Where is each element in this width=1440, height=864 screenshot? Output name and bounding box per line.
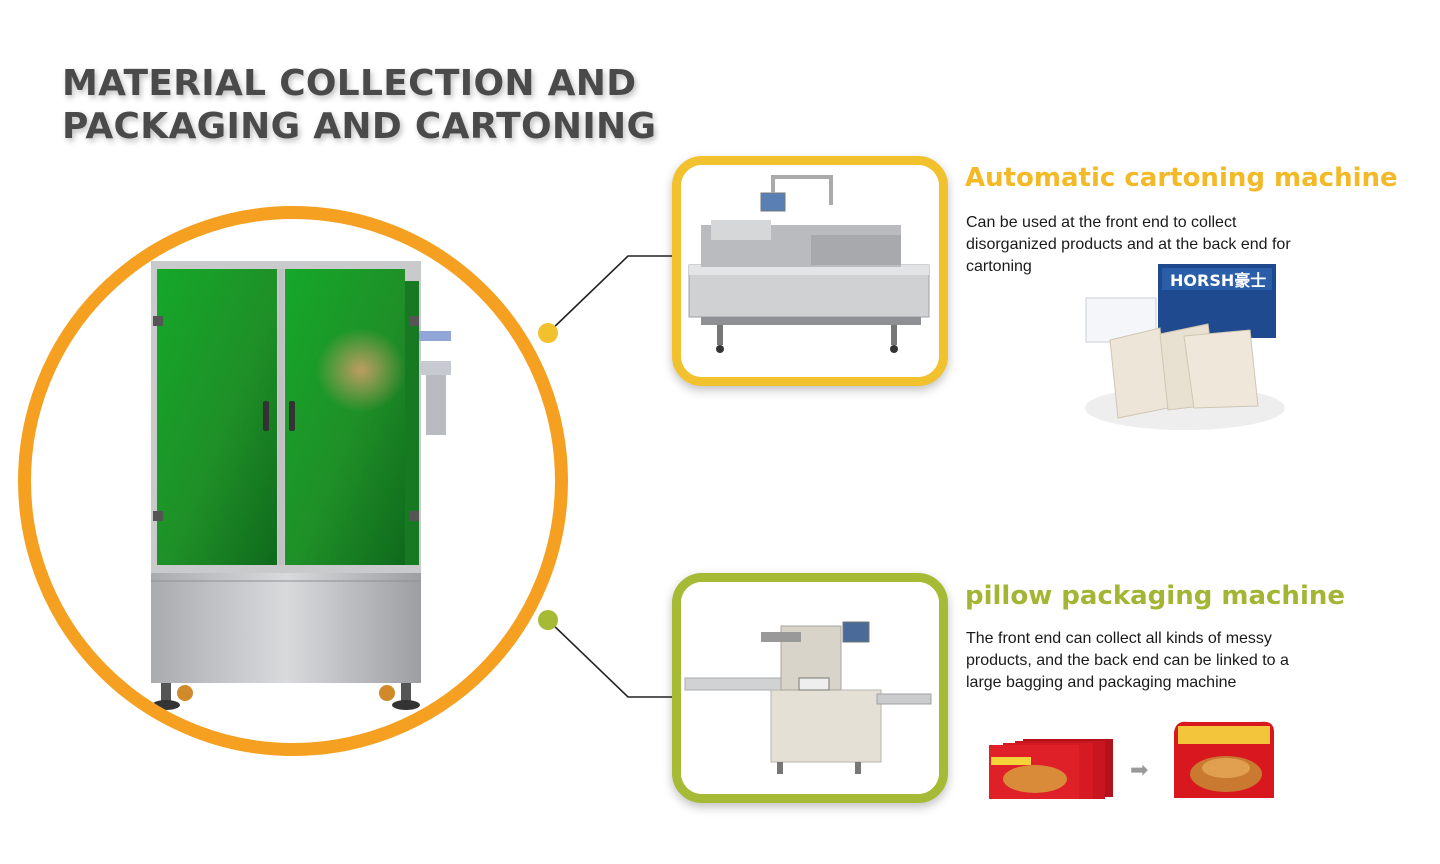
pillow-packaging-machine-image — [681, 582, 939, 794]
page-title-line-1: MATERIAL COLLECTION AND — [62, 63, 637, 104]
bagged-noodles-image — [1174, 721, 1274, 798]
cartoning-machine-heading: Automatic cartoning machine — [965, 163, 1398, 193]
pillow-packaging-machine-description: The front end can collect all kinds of m… — [966, 630, 1289, 691]
page-title-line-2: PACKAGING AND CARTONING — [62, 106, 657, 147]
connector-line-top — [547, 255, 680, 334]
connector-dot-green — [538, 610, 558, 630]
main-collection-machine-image — [151, 261, 451, 710]
cartoned-cake-product-image: HORSH豪士 — [1085, 264, 1285, 430]
noodle-packs-image — [989, 739, 1113, 799]
cartoning-machine-description: Can be used at the front end to collect … — [966, 214, 1291, 275]
pillow-packaging-machine-heading: pillow packaging machine — [965, 581, 1345, 611]
transform-arrow-icon: ➡ — [1130, 757, 1149, 782]
cake-box-label: HORSH豪士 — [1170, 271, 1266, 290]
page-title: MATERIAL COLLECTION AND PACKAGING AND CA… — [62, 62, 702, 148]
cartoning-machine-card — [672, 156, 948, 386]
pillow-packaging-machine-card — [672, 573, 948, 803]
cartoning-machine-image — [681, 165, 939, 377]
connector-dot-yellow — [538, 323, 558, 343]
main-machine-ring — [18, 206, 568, 756]
connector-lines — [547, 255, 680, 698]
connector-line-bottom — [547, 619, 680, 698]
